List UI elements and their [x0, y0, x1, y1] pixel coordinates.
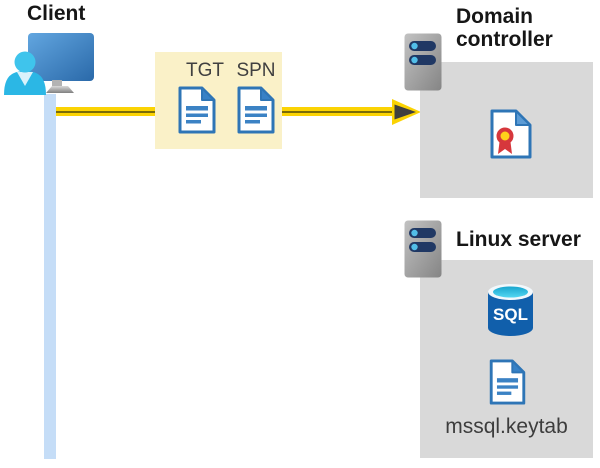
certificate-icon [490, 109, 532, 159]
keytab-document-icon [489, 359, 526, 405]
spn-document-icon [237, 86, 275, 134]
sql-icon-label: SQL [493, 305, 528, 324]
domain-controller-label: Domain controller [456, 5, 553, 51]
keytab-filename-label: mssql.keytab [445, 415, 568, 438]
tgt-label: TGT [186, 60, 224, 81]
linux-server-label: Linux server [456, 228, 581, 251]
sql-database-icon: SQL [488, 284, 533, 336]
client-label: Client [27, 2, 86, 25]
spn-label: SPN [236, 60, 276, 81]
client-icon [4, 33, 94, 95]
domain-controller-server-icon [404, 33, 442, 91]
linux-server-icon [404, 220, 442, 278]
arrowhead-icon [392, 99, 421, 125]
tgt-document-icon [178, 86, 216, 134]
client-lifeline [44, 94, 56, 459]
